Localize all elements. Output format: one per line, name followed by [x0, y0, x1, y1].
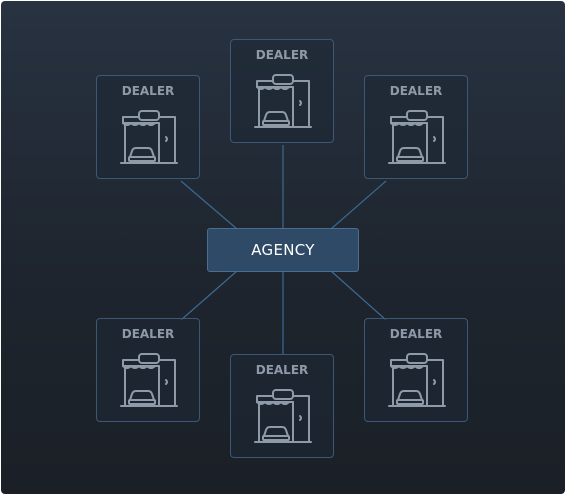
link-agency-dealer-top-left: [180, 180, 238, 230]
agency-label: AGENCY: [251, 241, 315, 259]
link-agency-dealer-bottom-right: [330, 270, 387, 321]
link-agency-dealer-bottom-left: [180, 270, 238, 321]
dealer-node-bottom-right: DEALER: [364, 318, 468, 422]
car-dealership-icon: [388, 353, 446, 407]
car-dealership-icon: [120, 353, 178, 407]
car-dealership-icon: [120, 110, 178, 164]
dealer-label: DEALER: [389, 327, 443, 341]
car-dealership-icon: [388, 110, 446, 164]
dealer-label: DEALER: [255, 48, 309, 62]
dealer-label: DEALER: [121, 327, 175, 341]
dealer-label: DEALER: [255, 363, 309, 377]
dealer-node-bottom-left: DEALER: [96, 318, 200, 422]
dealer-node-top-center: DEALER: [230, 39, 334, 143]
dealer-node-top-left: DEALER: [96, 75, 200, 179]
car-dealership-icon: [254, 74, 312, 128]
car-dealership-icon: [254, 389, 312, 443]
dealer-node-top-right: DEALER: [364, 75, 468, 179]
dealer-label: DEALER: [389, 84, 443, 98]
link-agency-dealer-top-right: [330, 180, 387, 230]
agency-node: AGENCY: [207, 228, 359, 272]
dealer-label: DEALER: [121, 84, 175, 98]
dealer-node-bottom-center: DEALER: [230, 354, 334, 458]
